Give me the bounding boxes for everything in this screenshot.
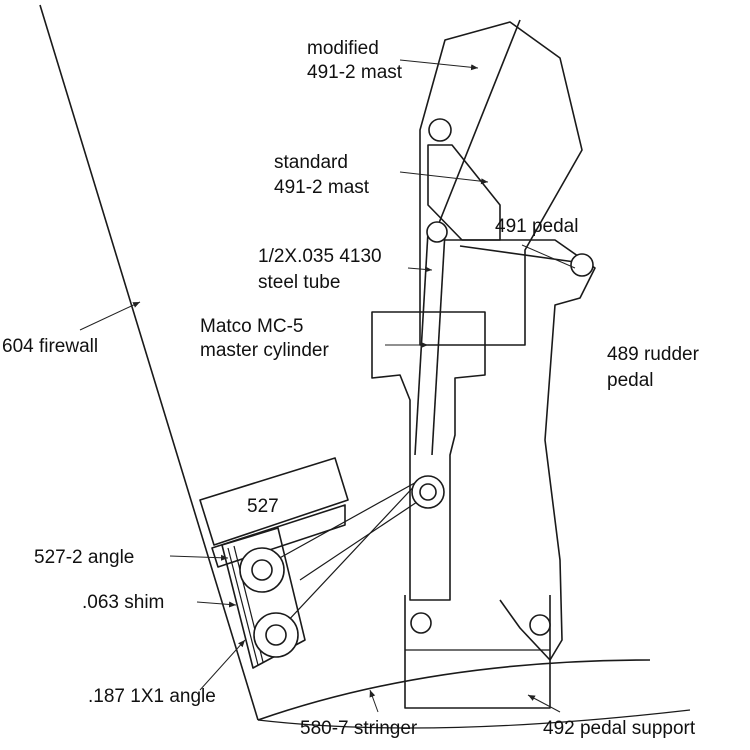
pedal-support-outline (404, 595, 551, 709)
rudder-pedal-outline (445, 239, 596, 661)
leader-pedal-support (527, 694, 561, 713)
leader-187-angle (199, 639, 246, 691)
leader-shim (196, 601, 237, 608)
leader-modified-mast (399, 59, 479, 71)
cylinder-pivot-inner (419, 483, 437, 501)
angle-bolt-lower-inner (265, 624, 287, 646)
label-shim: .063 shim (82, 592, 164, 613)
pedal-491-link (459, 245, 576, 263)
support-bolt-right (529, 614, 551, 636)
angle-527-2-outline (221, 527, 306, 669)
shim-line (227, 547, 259, 666)
label-527: 527 (247, 496, 279, 517)
modified-mast-outline (419, 21, 583, 346)
steel-tube-right (431, 231, 446, 456)
firewall-line (39, 4, 259, 721)
label-steel-tube-1: 1/2X.035 4130 (258, 246, 382, 267)
leader-steel-tube (407, 266, 433, 273)
label-firewall: 604 firewall (2, 336, 98, 357)
support-bolt-left (410, 612, 432, 634)
label-modified-mast-2: 491-2 mast (307, 62, 403, 83)
label-steel-tube-2: steel tube (258, 272, 340, 293)
label-491-pedal: 491 pedal (495, 216, 578, 237)
label-master-cylinder-2: master cylinder (200, 340, 329, 361)
leader-firewall (79, 301, 141, 331)
part-527-block (199, 457, 349, 546)
label-modified-mast-1: modified (307, 38, 379, 59)
label-master-cylinder-1: Matco MC-5 (200, 316, 303, 337)
steel-tube-left (414, 231, 429, 456)
master-cylinder-outline (371, 311, 486, 601)
tube-top-bolt (426, 221, 448, 243)
leader-491-pedal (521, 244, 576, 269)
label-187-angle: .187 1X1 angle (88, 686, 216, 707)
brace-line-3 (299, 499, 421, 581)
brace-line-2 (269, 479, 421, 641)
leader-527-2-angle (169, 554, 229, 561)
label-pedal-support: 492 pedal support (543, 718, 696, 739)
leader-stringer (369, 689, 379, 713)
stringer-lower (257, 709, 691, 729)
label-stringer: 580-7 stringer (300, 718, 418, 739)
leader-standard-mast (399, 171, 489, 185)
pedal-491-bolt (570, 253, 594, 277)
label-rudder-pedal-2: pedal (607, 370, 654, 391)
label-standard-mast-2: 491-2 mast (274, 177, 370, 198)
mast-top-bolt (428, 118, 452, 142)
label-standard-mast-1: standard (274, 152, 348, 173)
brace-line-1 (257, 479, 421, 571)
part-527-plate (211, 504, 346, 568)
stringer-outline (257, 659, 651, 721)
label-rudder-pedal-1: 489 rudder (607, 344, 700, 365)
push-rod (436, 19, 521, 229)
angle-bolt-upper-inner (251, 559, 273, 581)
label-527-2-angle: 527-2 angle (34, 547, 134, 568)
